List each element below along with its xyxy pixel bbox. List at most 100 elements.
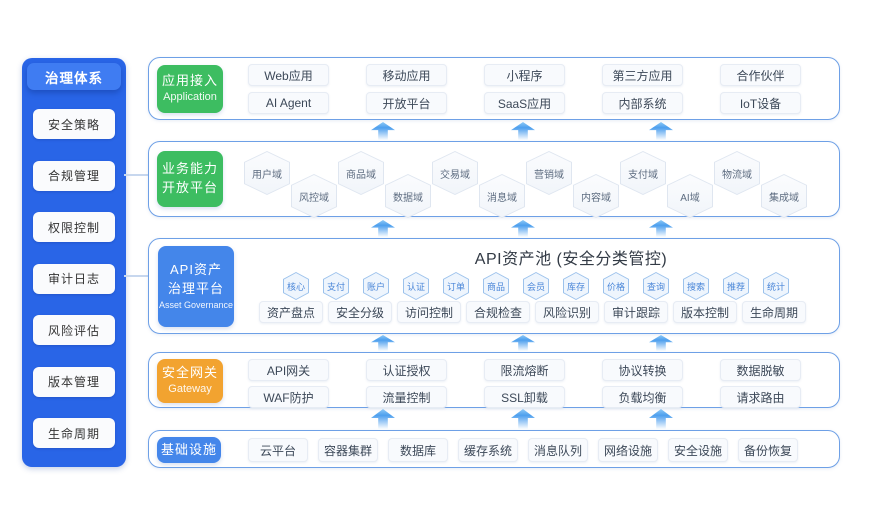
governance-capability-box: 审计跟踪 <box>604 301 668 323</box>
arrow-up-icon <box>371 409 395 429</box>
infrastructure-label-cn: 基础设施 <box>160 441 217 457</box>
application-item-box: AI Agent <box>248 92 329 114</box>
sidebar-item: 风险评估 <box>33 315 115 345</box>
infrastructure-item-box: 消息队列 <box>528 438 588 462</box>
gateway-item-box: 流量控制 <box>366 386 447 408</box>
application-item-box: 开放平台 <box>366 92 447 114</box>
domain-hexagon: AI域 <box>667 174 713 218</box>
business-label-line1: 业务能力 <box>161 161 218 177</box>
application-layer-label: 应用接入 Application <box>157 65 223 113</box>
arrow-up-icon <box>511 122 535 140</box>
api-category-hexagon: 订单 <box>443 272 469 300</box>
infrastructure-items-row: 云平台容器集群数据库缓存系统消息队列网络设施安全设施备份恢复 <box>248 438 798 462</box>
domain-hexagon: 数据域 <box>385 174 431 218</box>
gateway-layer-label: 安全网关 Gateway <box>157 359 223 403</box>
api-category-hexagon: 核心 <box>283 272 309 300</box>
arrows-asset-to-gateway <box>148 335 840 351</box>
governance-capability-row: 资产盘点安全分级访问控制合规检查风险识别审计跟踪版本控制生命周期 <box>259 301 806 323</box>
arrows-gateway-to-infra <box>148 409 840 429</box>
hexagon-label: 数据域 <box>393 192 423 204</box>
hexagon-label: 物流域 <box>722 169 752 181</box>
hexagon-label: AI域 <box>680 192 700 204</box>
api-category-hexagon: 支付 <box>323 272 349 300</box>
sidebar-item: 版本管理 <box>33 366 115 397</box>
arrows-business-to-asset <box>148 220 840 237</box>
api-category-hexagon: 会员 <box>523 272 549 300</box>
hexagon-label: 会员 <box>526 281 545 292</box>
hexagon-label: 搜索 <box>686 281 705 292</box>
application-item-box: 内部系统 <box>602 92 683 114</box>
api-category-hexagon: 认证 <box>403 272 429 300</box>
hexagon-label: 支付域 <box>628 169 658 181</box>
api-category-hexagons: 核心支付账户认证订单商品会员库存价格查询搜索推荐统计 <box>283 272 789 300</box>
infrastructure-item-box: 云平台 <box>248 438 308 462</box>
infrastructure-item-box: 备份恢复 <box>738 438 798 462</box>
sidebar-item: 权限控制 <box>33 212 115 242</box>
infrastructure-item-box: 容器集群 <box>318 438 378 462</box>
infrastructure-item-box: 网络设施 <box>598 438 658 462</box>
application-item-box: Web应用 <box>248 64 329 86</box>
api-pool-title: API资产池 (安全分类管控) <box>474 251 668 268</box>
asset-layer-label: API资产 治理平台 Asset Governance <box>158 246 234 327</box>
sidebar-item: 生命周期 <box>33 418 115 448</box>
sidebar-item: 审计日志 <box>33 263 115 294</box>
api-category-hexagon: 库存 <box>563 272 589 300</box>
governance-capability-box: 版本控制 <box>673 301 737 323</box>
connector-line-asset <box>124 275 152 277</box>
hexagon-label: 价格 <box>606 281 625 292</box>
governance-capability-box: 资产盘点 <box>259 301 323 323</box>
layers-column: 应用接入 Application Web应用 移动应用 小程序 第三方应用 合作伙伴 AI… <box>148 0 840 531</box>
infrastructure-item-box: 缓存系统 <box>458 438 518 462</box>
governance-capability-box: 访问控制 <box>397 301 461 323</box>
hexagon-label: 商品域 <box>346 169 376 181</box>
governance-capability-box: 风险识别 <box>535 301 599 323</box>
gateway-item-box: 认证授权 <box>366 359 447 381</box>
arrow-up-icon <box>649 335 673 351</box>
hexagon-label: 推荐 <box>726 281 745 292</box>
hexagon-label: 交易域 <box>440 169 470 181</box>
hexagon-label: 认证 <box>406 281 425 292</box>
application-item-box: 合作伙伴 <box>720 64 801 86</box>
api-category-hexagon: 推荐 <box>723 272 749 300</box>
domain-hexagon: 物流域 <box>714 151 760 195</box>
hexagon-label: 集成域 <box>769 192 799 204</box>
domain-hexagon: 内容域 <box>573 174 619 218</box>
gateway-item-box: SSL卸载 <box>484 386 565 408</box>
application-item-box: IoT设备 <box>720 92 801 114</box>
arrow-up-icon <box>511 409 535 429</box>
hexagon-label: 用户域 <box>252 169 282 181</box>
arrow-up-icon <box>649 220 673 237</box>
layer-asset-governance: API资产 治理平台 Asset Governance API资产池 (安全分类… <box>148 238 840 334</box>
governance-capability-box: 生命周期 <box>742 301 806 323</box>
application-item-box: 移动应用 <box>366 64 447 86</box>
sidebar-item-list: 安全策略合规管理权限控制审计日志风险评估版本管理生命周期 <box>22 109 126 448</box>
arrows-app-to-business <box>148 122 840 140</box>
hexagon-label: 消息域 <box>487 192 517 204</box>
domain-hexagon: 集成域 <box>761 174 807 218</box>
arrow-up-icon <box>371 220 395 237</box>
governance-capability-box: 合规检查 <box>466 301 530 323</box>
infrastructure-item-box: 数据库 <box>388 438 448 462</box>
hexagon-label: 核心 <box>286 281 305 292</box>
gateway-item-box: 请求路由 <box>720 386 801 408</box>
domain-hexagon: 营销域 <box>526 151 572 195</box>
application-item-box: 第三方应用 <box>602 64 683 86</box>
infrastructure-layer-label: 基础设施 <box>157 437 221 463</box>
arrow-up-icon <box>371 335 395 351</box>
arrow-up-icon <box>511 220 535 237</box>
governance-sidebar: 治理体系 安全策略合规管理权限控制审计日志风险评估版本管理生命周期 <box>22 58 126 467</box>
asset-label-line2: 治理平台 <box>167 280 224 296</box>
gateway-item-box: 负载均衡 <box>602 386 683 408</box>
gateway-label-cn: 安全网关 <box>161 364 218 380</box>
api-category-hexagon: 账户 <box>363 272 389 300</box>
hexagon-label: 账户 <box>366 281 385 292</box>
application-item-box: 小程序 <box>484 64 565 86</box>
gateway-item-box: WAF防护 <box>248 386 329 408</box>
api-category-hexagon: 价格 <box>603 272 629 300</box>
hexagon-label: 内容域 <box>581 192 611 204</box>
